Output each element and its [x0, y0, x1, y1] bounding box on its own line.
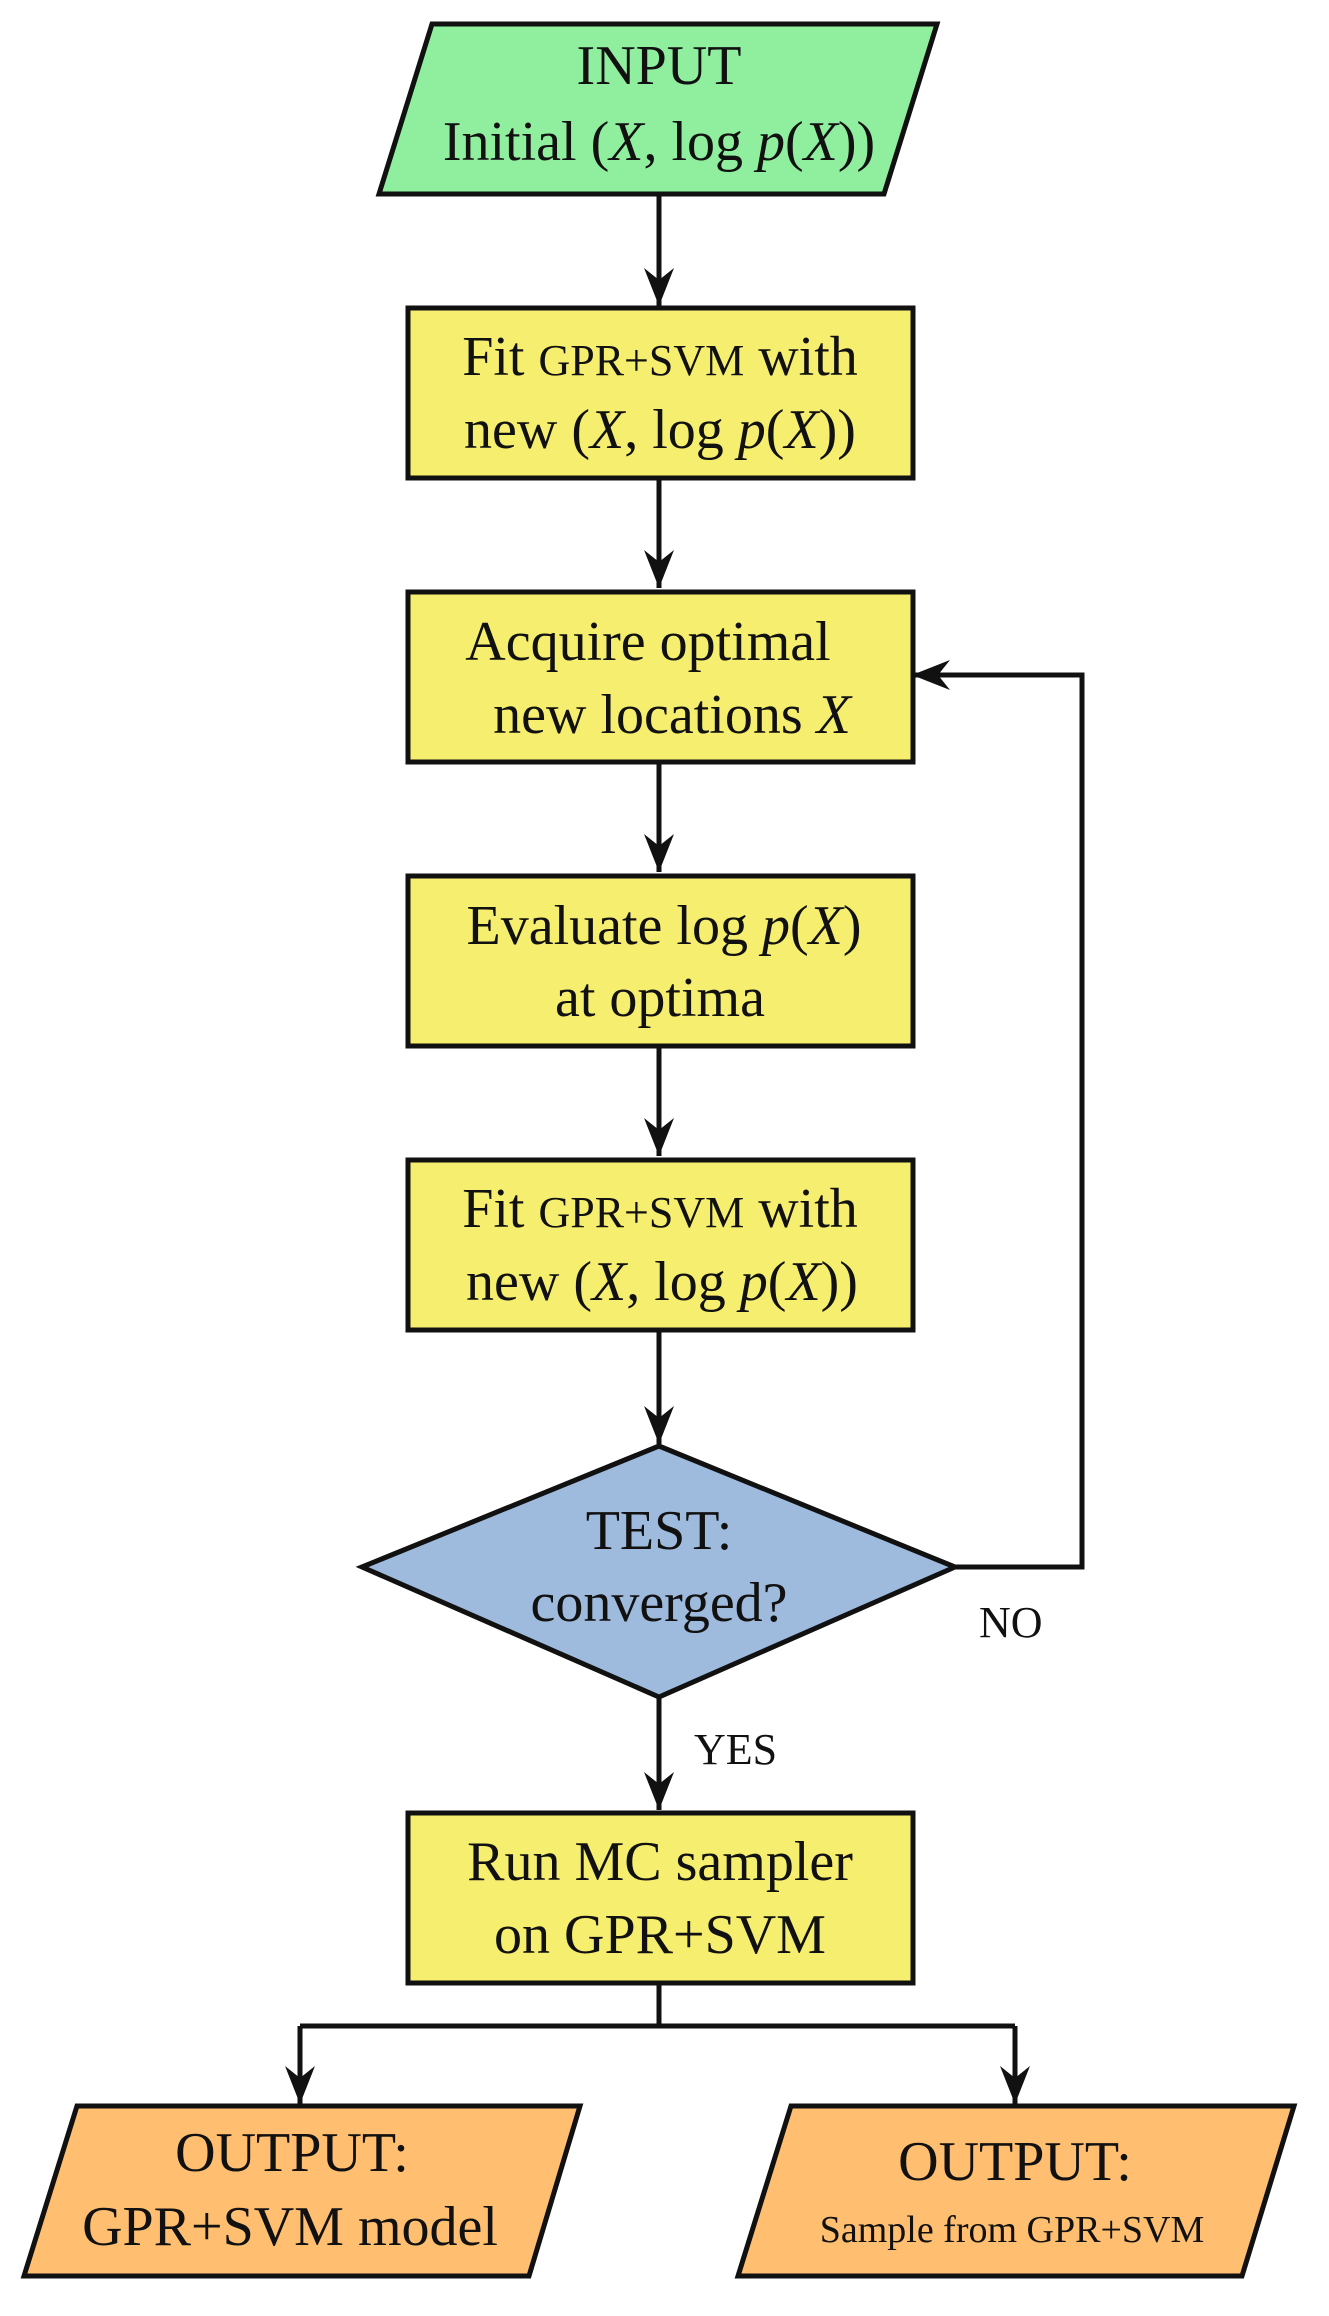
output1-label: GPR+SVM model — [82, 2196, 498, 2258]
acquire-box — [405, 589, 916, 765]
acquire-line1: Acquire optimal — [465, 611, 830, 673]
test-decision-node: TEST: converged? — [355, 1443, 962, 1700]
output2-title: OUTPUT: — [898, 2131, 1132, 2193]
fit2-box — [405, 1157, 916, 1333]
acquire-node: Acquire optimal new locations X — [405, 589, 916, 765]
input-node: INPUT Initial (X, log p(X)) — [375, 21, 941, 197]
input-shape — [375, 21, 941, 197]
output2-label: Sample from GPR+SVM — [820, 2209, 1205, 2251]
fit-gpr-svm-node-2: Fit GPR+SVM with new (X, log p(X)) — [405, 1157, 916, 1333]
input-label: Initial (X, log p(X)) — [443, 111, 875, 173]
edges — [285, 196, 1085, 2104]
arrow-fit1-to-acquire — [644, 478, 674, 588]
run-line2: on GPR+SVM — [494, 1904, 826, 1966]
output1-title: OUTPUT: — [175, 2122, 409, 2184]
fit1-box — [405, 305, 916, 481]
edge-label-no: NO — [979, 1598, 1043, 1647]
edge-label-yes: YES — [694, 1725, 777, 1774]
fit-gpr-svm-node-1: Fit GPR+SVM with new (X, log p(X)) — [405, 305, 916, 481]
output-sample-node: OUTPUT: Sample from GPR+SVM — [734, 2103, 1298, 2279]
fit1-line1: Fit GPR+SVM with — [462, 326, 858, 388]
arrow-acquire-to-evaluate — [644, 762, 674, 872]
test-line1: TEST: — [586, 1500, 733, 1562]
evaluate-line1: Evaluate log p(X) — [467, 895, 862, 957]
arrow-fit2-to-test — [644, 1330, 674, 1444]
input-title: INPUT — [577, 35, 742, 97]
output1-shape — [20, 2103, 584, 2279]
acquire-line2: new locations X — [493, 684, 853, 746]
test-diamond — [355, 1443, 962, 1700]
fit2-line1: Fit GPR+SVM with — [462, 1178, 858, 1240]
evaluate-node: Evaluate log p(X) at optima — [405, 873, 916, 1049]
arrow-run-to-outputs — [285, 1983, 1030, 2104]
output2-shape — [734, 2103, 1298, 2279]
run-mc-sampler-node: Run MC sampler on GPR+SVM — [405, 1810, 916, 1986]
arrow-evaluate-to-fit2 — [644, 1046, 674, 1156]
test-line2: converged? — [530, 1572, 787, 1634]
fit2-line2: new (X, log p(X)) — [466, 1251, 858, 1313]
output-model-node: OUTPUT: GPR+SVM model — [20, 2103, 584, 2279]
arrow-test-to-run-yes — [644, 1697, 674, 1810]
evaluate-line2: at optima — [555, 967, 765, 1029]
fit1-line2: new (X, log p(X)) — [464, 399, 856, 461]
arrow-input-to-fit1 — [644, 196, 674, 306]
evaluate-box — [405, 873, 916, 1049]
run-box — [405, 1810, 916, 1986]
run-line1: Run MC sampler — [467, 1831, 853, 1893]
arrow-test-to-acquire-no — [912, 660, 1085, 1570]
